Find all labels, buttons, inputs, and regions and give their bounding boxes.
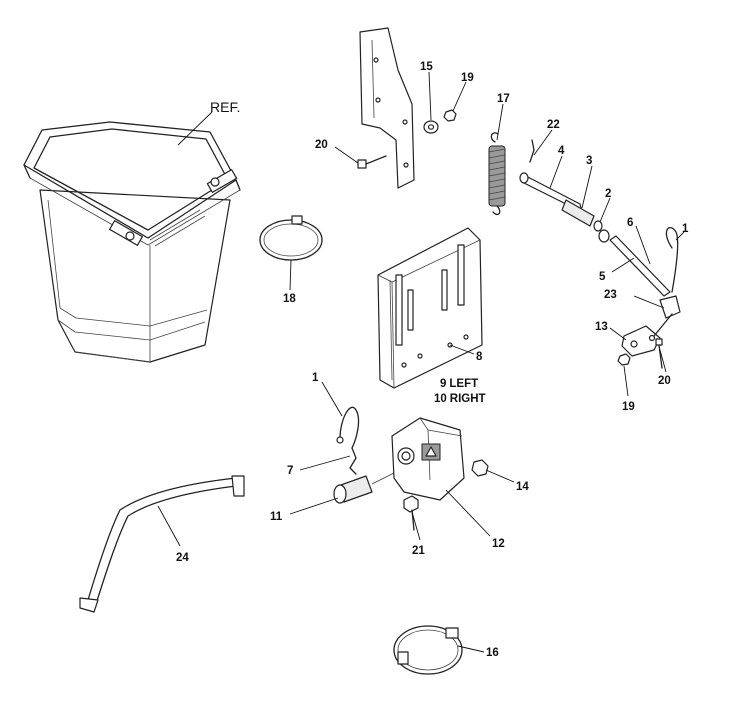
- callout-4: 4: [558, 145, 565, 157]
- callout-12: 12: [492, 538, 505, 550]
- hose-clamp-16: 16: [393, 625, 499, 675]
- callout-21: 21: [412, 545, 425, 557]
- callout-1a: 1: [312, 372, 319, 384]
- callout-20a: 20: [315, 139, 328, 151]
- callout-15: 15: [420, 61, 433, 73]
- pivot-pin-assembly: 1 7 11: [270, 372, 401, 523]
- callout-20b: 20: [658, 375, 671, 387]
- callout-24: 24: [176, 552, 189, 564]
- callout-ref: REF.: [210, 99, 240, 115]
- callout-19b: 19: [622, 401, 635, 413]
- callout-6: 6: [627, 217, 633, 229]
- callout-23: 23: [604, 289, 617, 301]
- callout-22: 22: [547, 119, 560, 131]
- grass-bag-ref: REF.: [23, 99, 241, 363]
- callout-8: 8: [476, 351, 483, 363]
- cable-24: 24: [79, 475, 245, 613]
- callout-13: 13: [595, 321, 608, 333]
- adapter-plate-8: 8: [377, 227, 483, 389]
- callout-14: 14: [516, 481, 529, 493]
- callout-7: 7: [287, 465, 293, 477]
- hose-clamp-18: 18: [259, 215, 323, 305]
- callout-1b: 1: [682, 223, 689, 235]
- callout-17: 17: [497, 93, 510, 105]
- callout-3: 3: [586, 155, 592, 167]
- callout-19a: 19: [461, 72, 474, 84]
- callout-11: 11: [270, 511, 283, 523]
- callout-18: 18: [283, 293, 296, 305]
- callout-2: 2: [605, 188, 611, 200]
- callout-5: 5: [599, 271, 606, 283]
- mounting-bracket-plate: 15 19 20: [315, 27, 474, 189]
- spring-17: 17: [488, 93, 510, 216]
- callout-16: 16: [486, 647, 499, 659]
- linkage-assembly: 4 22 3 2 5 6 1 23 13: [519, 119, 689, 413]
